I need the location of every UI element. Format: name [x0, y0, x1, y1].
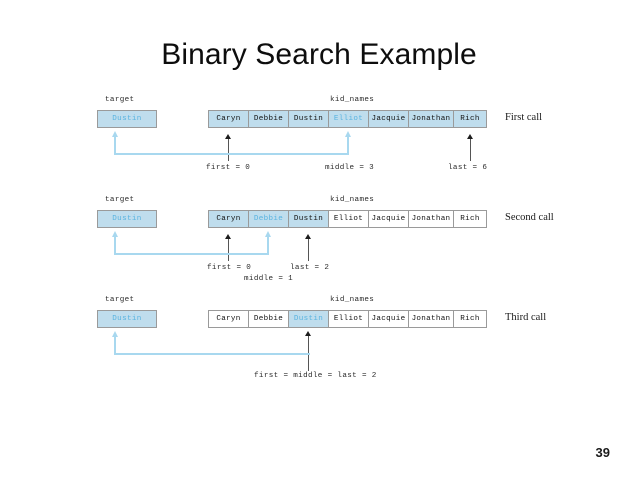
array-kid-names: Caryn Debbie Dustin Elliot Jacquie Jonat… — [208, 210, 487, 228]
array-cell-2: Dustin — [288, 310, 328, 328]
connector-horizontal — [114, 353, 310, 355]
array-name-label: kid_names — [330, 196, 375, 204]
array-cell-text-2: Dustin — [293, 215, 324, 223]
last-pointer-stem — [470, 139, 471, 161]
array-cell-text-1: Debbie — [253, 215, 284, 223]
array-kid-names: Caryn Debbie Dustin Elliot Jacquie Jonat… — [208, 310, 487, 328]
array-cell-5: Jonathan — [408, 210, 453, 228]
target-arrowhead — [111, 331, 118, 337]
binary-search-step-first-call: target kid_names Dustin Caryn Debbie Dus… — [0, 94, 638, 194]
target-value-text: Dustin — [112, 215, 142, 223]
target-value-box: Dustin — [97, 310, 157, 328]
page-title: Binary Search Example — [161, 38, 477, 71]
array-cell-2: Dustin — [288, 110, 328, 128]
array-cell-0: Caryn — [208, 210, 248, 228]
array-cell-6: Rich — [453, 110, 487, 128]
middle-pointer-arrowhead — [264, 231, 271, 237]
array-cell-3: Elliot — [328, 110, 368, 128]
call-caption: Third call — [505, 312, 547, 323]
last-pointer-label: last = 2 — [290, 264, 330, 272]
target-arrowhead — [111, 131, 118, 137]
connector-vertical — [114, 337, 116, 355]
target-label: target — [105, 96, 135, 104]
last-pointer-arrowhead — [467, 134, 473, 139]
middle-pointer-label: middle = 1 — [244, 275, 294, 283]
array-cell-1: Debbie — [248, 110, 288, 128]
array-cell-text-5: Jonathan — [411, 215, 451, 223]
array-cell-text-0: Caryn — [216, 215, 241, 223]
array-cell-5: Jonathan — [408, 110, 453, 128]
all-pointer-arrowhead — [305, 331, 311, 336]
target-value-box: Dustin — [97, 110, 157, 128]
target-label: target — [105, 296, 135, 304]
array-cell-text-6: Rich — [460, 215, 480, 223]
first-pointer-label: first = 0 — [207, 264, 252, 272]
first-pointer-arrowhead — [225, 234, 231, 239]
array-cell-text-0: Caryn — [216, 315, 241, 323]
array-cell-text-4: Jacquie — [371, 215, 406, 223]
page-number: 39 — [595, 445, 610, 460]
array-cell-text-0: Caryn — [216, 115, 241, 123]
array-cell-text-4: Jacquie — [371, 115, 406, 123]
array-cell-0: Caryn — [208, 310, 248, 328]
array-cell-text-2: Dustin — [293, 315, 324, 323]
array-cell-4: Jacquie — [368, 110, 408, 128]
array-kid-names: Caryn Debbie Dustin Elliot Jacquie Jonat… — [208, 110, 487, 128]
first-pointer-label: first = 0 — [206, 164, 251, 172]
call-caption: Second call — [505, 212, 554, 223]
array-cell-text-3: Elliot — [333, 115, 364, 123]
connector-horizontal — [114, 253, 269, 255]
target-value-text: Dustin — [112, 315, 142, 323]
array-cell-text-3: Elliot — [333, 215, 364, 223]
connector-horizontal — [114, 153, 349, 155]
binary-search-step-third-call: target kid_names Dustin Caryn Debbie Dus… — [0, 294, 638, 394]
call-caption: First call — [505, 112, 543, 123]
array-cell-0: Caryn — [208, 110, 248, 128]
middle-pointer-stem — [267, 237, 269, 255]
target-value-box: Dustin — [97, 210, 157, 228]
first-pointer-stem — [228, 139, 229, 161]
middle-pointer-stem — [347, 137, 349, 155]
last-pointer-arrowhead — [305, 234, 311, 239]
array-name-label: kid_names — [330, 96, 375, 104]
array-cell-4: Jacquie — [368, 210, 408, 228]
array-cell-text-2: Dustin — [293, 115, 324, 123]
array-cell-text-1: Debbie — [253, 315, 284, 323]
target-value-text: Dustin — [112, 115, 142, 123]
array-cell-text-3: Elliot — [333, 315, 364, 323]
middle-pointer-label: middle = 3 — [325, 164, 375, 172]
array-cell-6: Rich — [453, 310, 487, 328]
array-cell-text-5: Jonathan — [411, 315, 451, 323]
array-cell-2: Dustin — [288, 210, 328, 228]
connector-vertical — [114, 237, 116, 255]
last-pointer-label: last = 6 — [448, 164, 488, 172]
array-cell-text-5: Jonathan — [411, 115, 451, 123]
first-pointer-stem — [228, 239, 229, 261]
array-cell-1: Debbie — [248, 310, 288, 328]
binary-search-step-second-call: target kid_names Dustin Caryn Debbie Dus… — [0, 194, 638, 294]
array-cell-3: Elliot — [328, 210, 368, 228]
array-cell-text-6: Rich — [460, 115, 480, 123]
array-cell-text-6: Rich — [460, 315, 480, 323]
target-label: target — [105, 196, 135, 204]
array-cell-text-4: Jacquie — [371, 315, 406, 323]
all-pointer-label: first = middle = last = 2 — [254, 372, 377, 380]
middle-pointer-arrowhead — [344, 131, 351, 137]
array-cell-1: Debbie — [248, 210, 288, 228]
array-cell-5: Jonathan — [408, 310, 453, 328]
last-pointer-stem — [308, 239, 309, 261]
target-arrowhead — [111, 231, 118, 237]
first-pointer-arrowhead — [225, 134, 231, 139]
array-cell-3: Elliot — [328, 310, 368, 328]
connector-vertical — [114, 137, 116, 155]
array-cell-6: Rich — [453, 210, 487, 228]
array-cell-text-1: Debbie — [253, 115, 284, 123]
array-name-label: kid_names — [330, 296, 375, 304]
array-cell-4: Jacquie — [368, 310, 408, 328]
